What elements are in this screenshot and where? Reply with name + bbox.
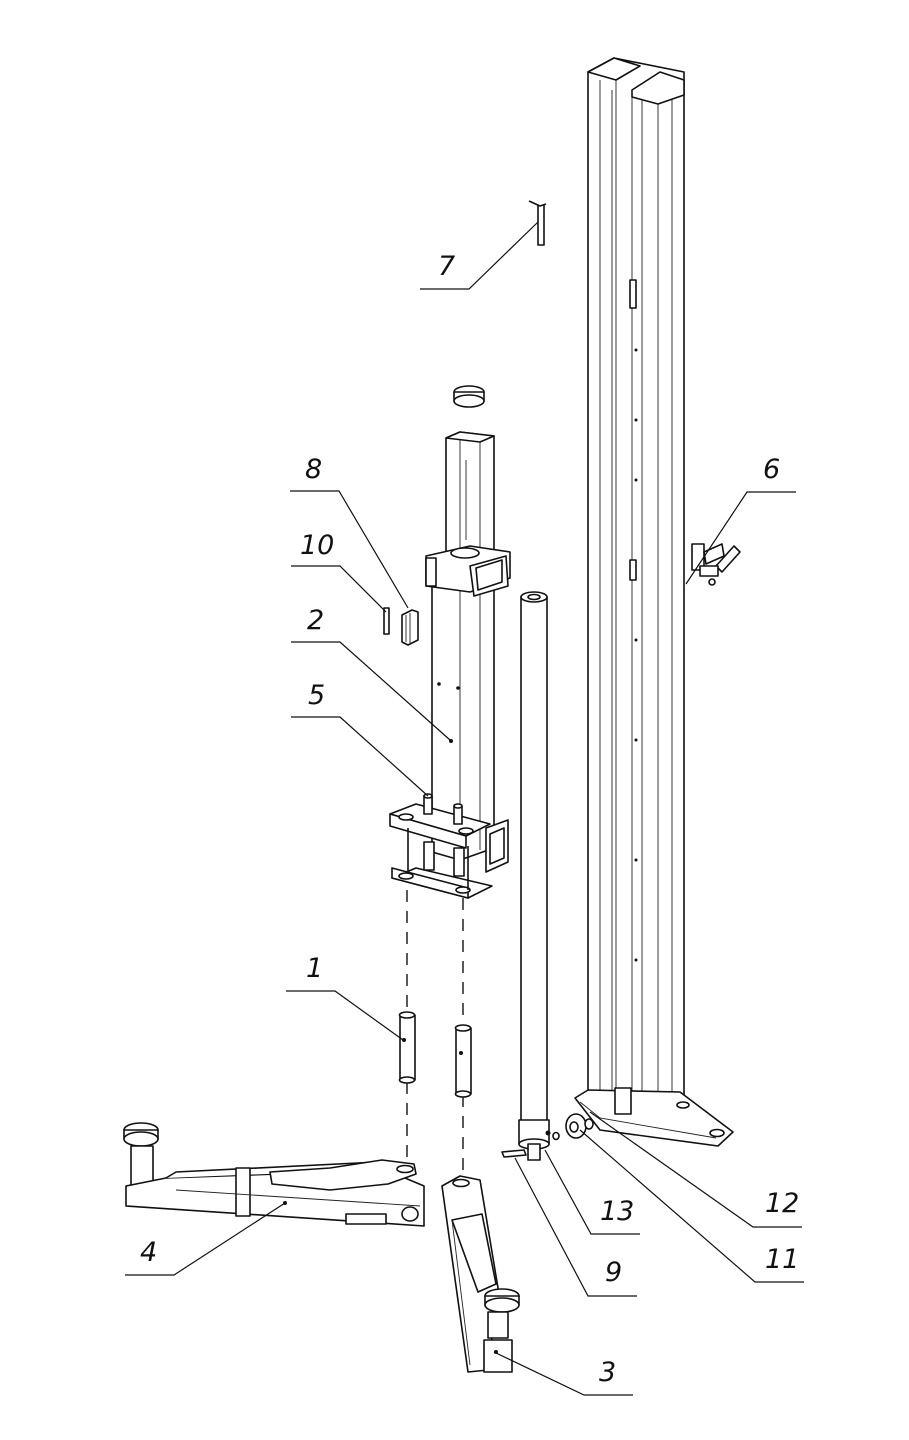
slider-pad-and-clip: [383, 607, 419, 646]
callout-label: 11: [765, 1244, 799, 1275]
lock-handle: [691, 543, 741, 586]
callout-label: 9: [605, 1257, 622, 1288]
pulley-washer-nut: [501, 1113, 594, 1158]
pins: [398, 890, 472, 1180]
callout-label: 7: [438, 251, 455, 282]
leader-lines: [125, 221, 804, 1396]
cotter-pin: [528, 200, 547, 246]
callout-label: 1: [306, 953, 323, 984]
callout-label: 5: [308, 680, 325, 711]
base-plate: [574, 1087, 734, 1147]
callout-label: 12: [765, 1188, 799, 1219]
callout-label: 10: [300, 530, 334, 561]
callout-label: 4: [140, 1237, 157, 1268]
main-column: [587, 57, 685, 1122]
lift-tube: [518, 591, 551, 1161]
long-arm: [123, 1122, 425, 1227]
callout-label: 3: [599, 1357, 616, 1388]
callout-labels: 7 8 10 2 5 6 1 4 3 9 13 11 12: [140, 251, 799, 1388]
short-arm: [441, 1175, 520, 1373]
callout-label: 13: [600, 1196, 634, 1227]
callout-label: 8: [305, 454, 322, 485]
carriage: [389, 385, 511, 899]
callout-label: 2: [307, 605, 324, 636]
callout-label: 6: [763, 454, 780, 485]
